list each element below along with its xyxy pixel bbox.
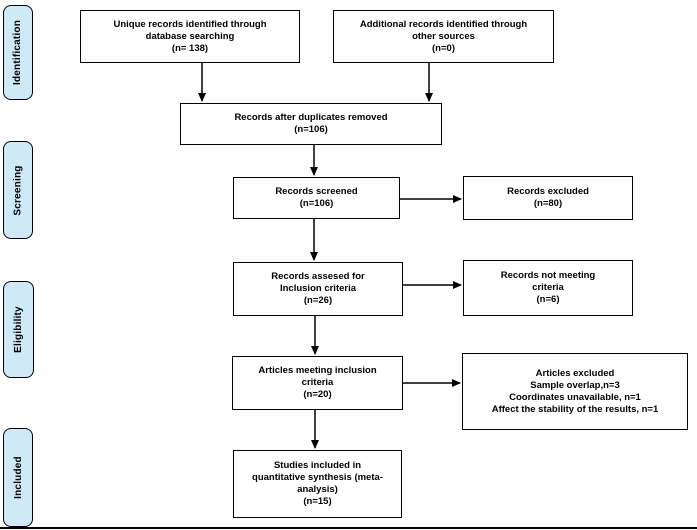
- stage-label-screening-text: Screening: [12, 164, 24, 216]
- stage-label-identification: Identification: [3, 5, 33, 100]
- box-after-duplicates-line1: Records after duplicates removed: [234, 112, 388, 123]
- box-articles-excluded-line3: Coordinates unavailable, n=1: [509, 391, 641, 403]
- box-records-excluded: Records excluded (n=80): [463, 176, 633, 220]
- box-records-not-meeting-line2: criteria: [532, 282, 564, 293]
- box-unique-records-count: (n= 138): [171, 42, 209, 54]
- box-studies-included-count: (n=15): [303, 496, 332, 507]
- box-unique-records: Unique records identified through databa…: [80, 10, 300, 63]
- box-studies-included-line1: Studies included in: [273, 460, 362, 471]
- box-records-screened-count: (n=106): [299, 198, 334, 209]
- box-articles-meeting-line1: Articles meeting inclusion: [258, 365, 377, 376]
- stage-label-included: Included: [3, 428, 33, 527]
- box-articles-excluded: Articles excluded Sample overlap,n=3 Coo…: [462, 353, 688, 430]
- stage-label-identification-text: Identification: [12, 19, 24, 86]
- box-articles-meeting-count: (n=20): [303, 389, 332, 400]
- box-after-duplicates-count: (n=106): [294, 124, 328, 135]
- box-records-not-meeting-count: (n=6): [536, 294, 560, 305]
- box-after-duplicates: Records after duplicates removed (n=106): [180, 103, 442, 145]
- box-articles-excluded-line1: Articles excluded: [535, 367, 615, 379]
- box-studies-included-synthesis: Studies included in quantitative synthes…: [233, 450, 402, 518]
- box-records-assessed-line1: Records assesed for: [271, 271, 365, 282]
- stage-label-eligibility-text: Eligibility: [13, 306, 24, 353]
- box-articles-meeting-line2: criteria: [301, 377, 334, 388]
- box-additional-records-line1: Additional records identified through: [359, 18, 528, 30]
- box-records-not-meeting: Records not meeting criteria (n=6): [463, 260, 633, 316]
- figure-bottom-border: [0, 527, 697, 529]
- box-records-screened-line1: Records screened: [275, 186, 358, 197]
- box-studies-included-line2: quantitative synthesis (meta-: [252, 472, 383, 483]
- box-records-excluded-line1: Records excluded: [507, 186, 589, 197]
- box-unique-records-line2: database searching: [145, 30, 235, 42]
- stage-label-eligibility: Eligibility: [3, 281, 34, 378]
- stage-label-screening: Screening: [3, 141, 33, 239]
- box-articles-meeting-inclusion: Articles meeting inclusion criteria (n=2…: [232, 356, 403, 410]
- box-additional-records: Additional records identified through ot…: [333, 10, 554, 63]
- box-records-excluded-count: (n=80): [533, 198, 563, 209]
- box-records-screened: Records screened (n=106): [233, 177, 400, 219]
- box-records-assessed-line2: Inclusion criteria: [279, 283, 357, 294]
- box-articles-excluded-line2: Sample overlap,n=3: [530, 379, 620, 391]
- box-records-assessed-count: (n=26): [303, 295, 333, 306]
- box-records-assessed: Records assesed for Inclusion criteria (…: [233, 262, 403, 316]
- box-studies-included-line3: analysis): [297, 484, 338, 495]
- stage-label-included-text: Included: [12, 456, 24, 499]
- box-additional-records-count: (n=0): [432, 42, 455, 54]
- box-articles-excluded-line4: Affect the stability of the results, n=1: [491, 403, 659, 415]
- box-unique-records-line1: Unique records identified through: [113, 18, 267, 30]
- box-records-not-meeting-line1: Records not meeting: [500, 270, 596, 281]
- box-additional-records-line2: other sources: [412, 30, 475, 42]
